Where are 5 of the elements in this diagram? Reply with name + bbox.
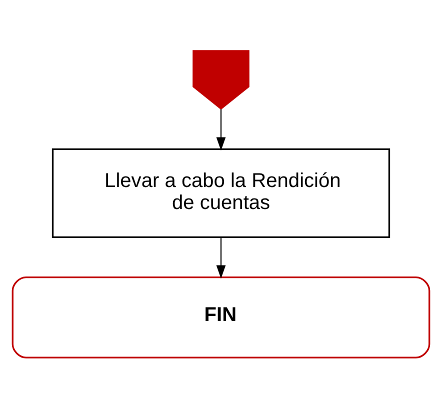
node-pentagon bbox=[192, 50, 250, 110]
arrow bbox=[216, 237, 226, 279]
arrow bbox=[216, 109, 226, 151]
node-box: FIN bbox=[12, 276, 430, 358]
node-box: Llevar a cabo la Rendición de cuentas bbox=[52, 148, 390, 238]
